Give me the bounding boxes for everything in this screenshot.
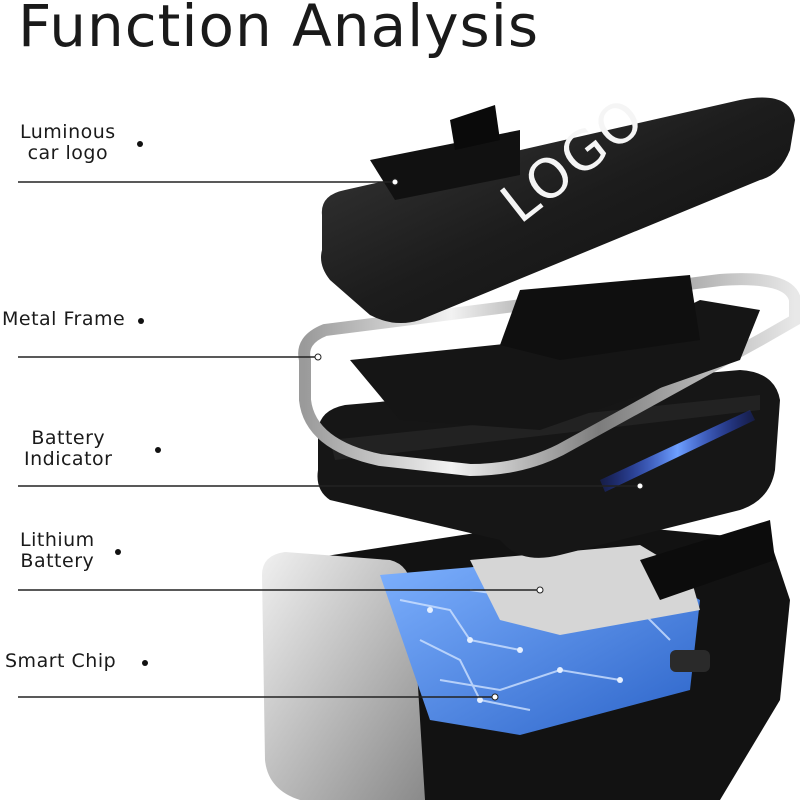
bullet-dot: [115, 549, 121, 555]
bullet-dot: [137, 141, 143, 147]
battery-pack: [470, 545, 700, 635]
leader-lines: [18, 181, 640, 698]
label-lithium-battery: Lithium Battery: [20, 530, 95, 572]
logo-lid: [321, 97, 795, 324]
bullet-dot: [142, 660, 148, 666]
label-line: Smart Chip: [5, 650, 117, 672]
bullet-dot: [155, 447, 161, 453]
label-line: Indicator: [24, 448, 113, 470]
side-clamp: [262, 552, 425, 800]
label-battery-indicator: Battery Indicator: [24, 428, 112, 470]
label-luminous-car-logo: Luminous car logo: [20, 122, 116, 164]
battery-indicator-strip: [600, 410, 755, 492]
bullet-dot: [138, 318, 144, 324]
page-title: Function Analysis: [18, 0, 540, 60]
label-line: Luminous: [20, 121, 116, 143]
label-metal-frame: Metal Frame: [2, 309, 125, 330]
label-line: Battery: [31, 427, 106, 449]
label-line: Metal Frame: [2, 308, 126, 330]
label-line: Battery: [20, 550, 95, 572]
label-line: car logo: [27, 142, 109, 164]
label-line: Lithium: [20, 529, 95, 551]
label-smart-chip: Smart Chip: [5, 651, 116, 672]
metal-frame: [298, 273, 800, 477]
